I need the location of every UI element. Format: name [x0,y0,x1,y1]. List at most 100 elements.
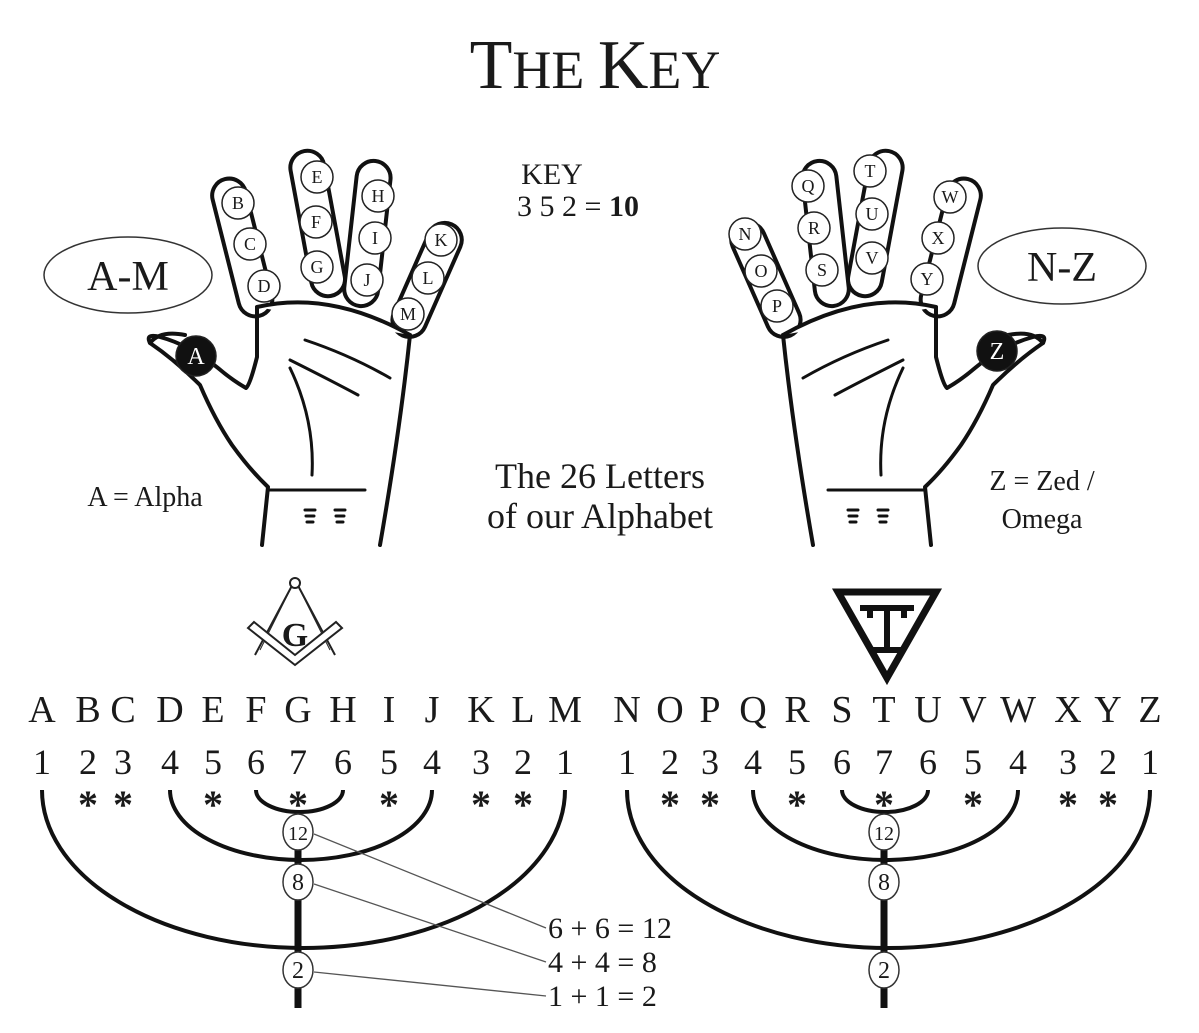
row-number: 4 [744,742,762,782]
row-number: 6 [334,742,352,782]
finger-letter-b: B [221,186,255,220]
row-letter-a: A [28,689,56,731]
key-label: KEY [521,158,583,191]
range-oval-left [43,236,213,314]
wrist-marks [303,508,347,524]
finger-letter-j-circle [350,263,384,297]
row-number: 3 [114,742,132,782]
inner-arc [254,789,345,814]
row-letter-j: J [425,689,440,731]
palm-lines [801,338,927,492]
omega-caption-line2: Omega [1002,504,1083,535]
equation-1: 6 + 6 = 12 [548,912,672,945]
palm-outline [146,300,412,547]
finger-letter-e-circle [300,160,334,194]
finger-letter-u: U [855,197,889,231]
finger-letter-w-text: W [942,187,959,207]
finger-letter-g-circle [300,250,334,284]
row-letter-m: M [548,689,582,731]
node-value-12: 12 [288,823,308,845]
finger-letter-k-circle [424,223,458,257]
finger-letter-r: R [797,211,831,245]
finger-letter-b-text: B [232,193,244,213]
finger-letter-r-circle [797,211,831,245]
row-letter-c: C [110,689,135,731]
thumb-nail [148,331,187,345]
triple-tau-triangle-icon [831,588,943,686]
node-circle [282,813,314,851]
row-letter-b: B [75,689,100,731]
row-letter-w: W [1000,689,1036,731]
finger-letter-x-circle [921,221,955,255]
finger-letter-k: K [424,223,458,257]
palm-outline [781,300,1047,547]
finger-letter-p: P [760,289,794,323]
finger-letter-q: Q [791,169,825,203]
finger-letter-r-text: R [808,218,820,238]
thumb-letter-z: Z [976,330,1018,372]
row-number: 7 [875,742,893,782]
row-number: 2 [514,742,532,782]
finger-letter-i-circle [358,221,392,255]
node-value-8: 8 [292,870,304,896]
finger-letter-x-text: X [932,228,945,248]
outer-arc [625,789,1152,950]
key-formula: 3 5 2 = 10 [517,190,639,223]
star-marker: * [78,782,98,827]
finger-letter-d-text: D [258,276,271,296]
row-letter-n: N [613,689,640,731]
finger-letter-b-circle [221,186,255,220]
finger-letter-h-text: H [372,186,385,206]
thumb-letter-z-circle [976,330,1018,372]
finger-letter-g: G [300,250,334,284]
finger-letter-w: W [933,180,967,214]
node-value-2: 2 [292,958,304,984]
range-oval-right [977,227,1147,305]
node-circle [868,863,900,901]
row-letter-f: F [245,689,266,731]
finger-letter-j-text: J [363,270,370,290]
row-number: 4 [1009,742,1027,782]
palm-lines [266,338,392,492]
star-marker: * [700,782,720,827]
finger-letter-y-circle [910,262,944,296]
finger-letter-j: J [350,263,384,297]
star-marker: * [660,782,680,827]
finger-letter-s-text: S [817,260,827,280]
letter-number-rows: A1B2*C3*D4E5*F6G7*H6I5*J4K3*L2*M11282N1O… [28,689,1161,1013]
wrist-marks [846,508,890,524]
node-circle [868,813,900,851]
finger-letter-v-circle [855,241,889,275]
finger-letter-u-text: U [866,204,879,224]
equation-3: 1 + 1 = 2 [548,980,657,1013]
finger-letter-p-circle [760,289,794,323]
finger-letter-c-circle [233,227,267,261]
row-number: 3 [701,742,719,782]
node-value-8: 8 [878,870,890,896]
row-number: 6 [833,742,851,782]
range-label-left: A-M [87,254,169,300]
thumb-letter-a-circle [175,335,217,377]
finger-letter-m-text: M [400,304,416,324]
row-letter-d: D [156,689,183,731]
finger-letter-h-circle [361,179,395,213]
finger-letter-o-text: O [755,261,768,281]
row-number: 6 [247,742,265,782]
center-caption-line1: The 26 Letters [495,456,705,496]
row-number: 4 [161,742,179,782]
finger-letter-s-circle [805,253,839,287]
star-marker: * [787,782,807,827]
finger-letter-v-text: V [866,248,879,268]
row-letter-h: H [329,689,356,731]
thumb-nail [1006,331,1045,345]
finger-letter-f-circle [299,205,333,239]
row-number: 3 [1059,742,1077,782]
row-letter-t: T [872,689,895,731]
row-number: 5 [788,742,806,782]
row-letter-l: L [511,689,534,731]
star-marker: * [113,782,133,827]
row-number: 1 [33,742,51,782]
row-letter-s: S [831,689,852,731]
